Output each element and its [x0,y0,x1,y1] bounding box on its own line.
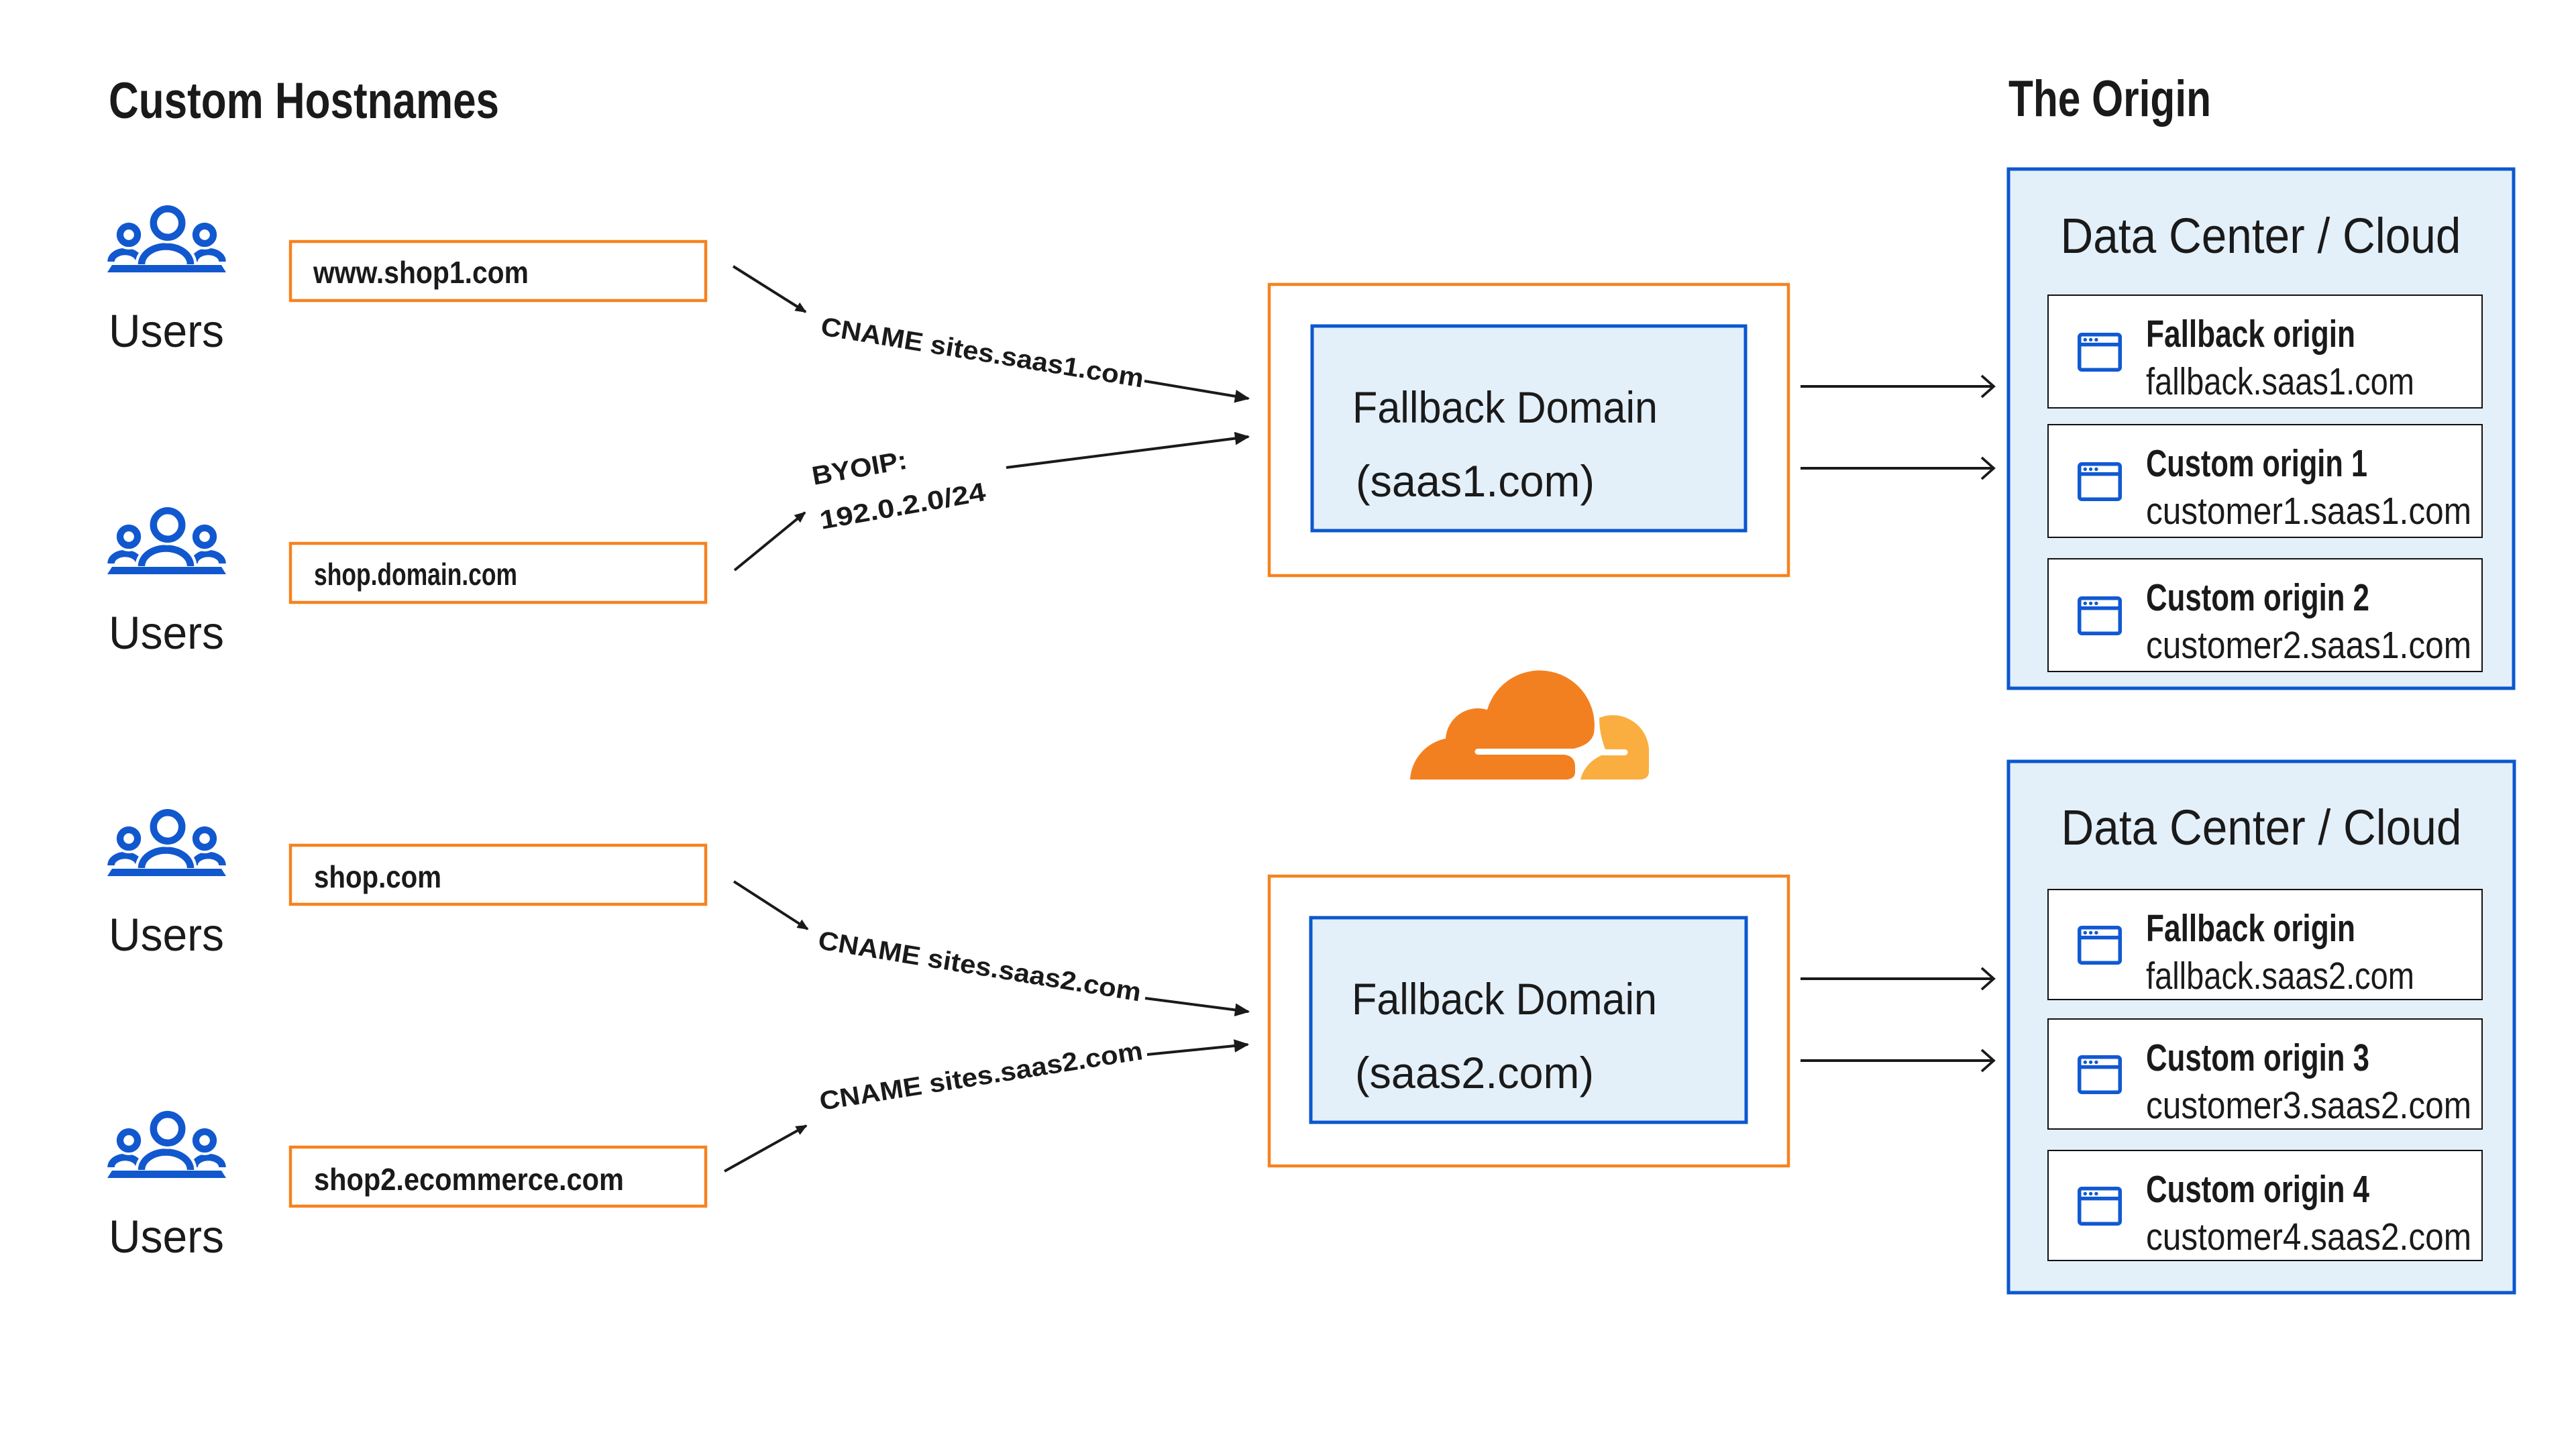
svg-text:Users: Users [109,607,224,659]
svg-text:Custom Hostnames: Custom Hostnames [109,72,499,129]
svg-text:customer1.saas1.com: customer1.saas1.com [2146,490,2471,533]
svg-text:www.shop1.com: www.shop1.com [313,255,529,290]
svg-text:Custom origin 2: Custom origin 2 [2146,576,2369,619]
svg-text:Custom origin 3: Custom origin 3 [2146,1036,2369,1079]
svg-text:Fallback origin: Fallback origin [2146,907,2355,950]
svg-text:fallback.saas1.com: fallback.saas1.com [2146,360,2414,403]
svg-text:Data Center / Cloud: Data Center / Cloud [2061,800,2462,855]
svg-text:customer4.saas2.com: customer4.saas2.com [2146,1216,2471,1258]
svg-text:(saas2.com): (saas2.com) [1355,1048,1594,1097]
svg-text:customer3.saas2.com: customer3.saas2.com [2146,1084,2471,1127]
svg-text:shop.domain.com: shop.domain.com [314,557,517,592]
svg-text:Users: Users [109,909,224,961]
svg-text:shop2.ecommerce.com: shop2.ecommerce.com [314,1162,624,1197]
svg-text:Users: Users [109,305,224,357]
svg-text:Users: Users [109,1211,224,1263]
svg-text:Data Center / Cloud: Data Center / Cloud [2061,208,2461,264]
svg-text:customer2.saas1.com: customer2.saas1.com [2146,624,2471,667]
svg-text:fallback.saas2.com: fallback.saas2.com [2146,955,2414,998]
svg-text:Fallback Domain: Fallback Domain [1352,974,1657,1024]
svg-text:shop.com: shop.com [314,859,441,894]
svg-text:Fallback Domain: Fallback Domain [1352,382,1658,432]
svg-text:Fallback origin: Fallback origin [2146,313,2355,356]
svg-text:Custom origin 4: Custom origin 4 [2146,1168,2369,1211]
svg-text:(saas1.com): (saas1.com) [1356,456,1595,506]
svg-text:The Origin: The Origin [2008,70,2211,127]
svg-text:Custom origin 1: Custom origin 1 [2146,442,2367,485]
